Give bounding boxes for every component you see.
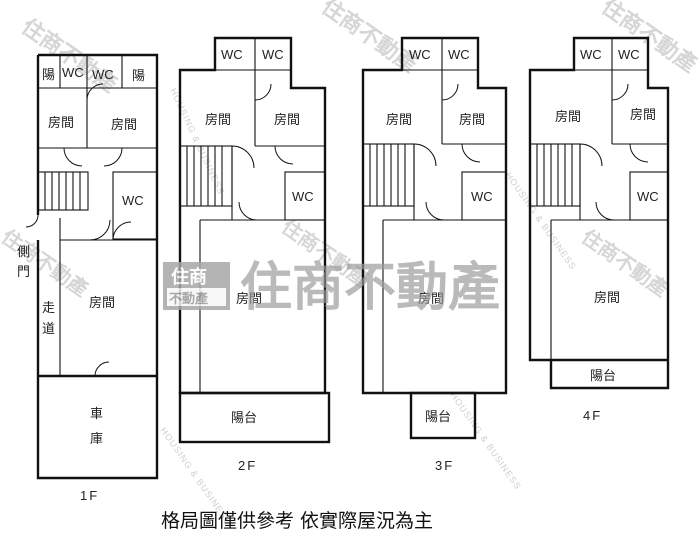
floor-1-toilet-3: WC [122, 193, 144, 208]
floor-2-outer-wall [178, 36, 327, 395]
floor-2-bedroom-2: 房間 [274, 112, 300, 128]
floor-1-balcony-right: 陽 [132, 69, 145, 84]
floor-1-plan: 陽 WC WC 陽 房間 房間 WC 側 門 走 道 房間 車 庫 1F [17, 53, 159, 503]
watermark-logo-top: 住商 [171, 266, 207, 288]
floor-2-stair [179, 145, 233, 207]
floor-4-plan: WC WC 房間 房間 WC 房間 陽台 4F [528, 36, 670, 423]
floor-1-bedroom-3: 房間 [89, 295, 115, 311]
floor-2-balcony: 陽台 [231, 411, 257, 426]
floor-1-bedroom-2: 房間 [111, 117, 137, 133]
floor-2-toilet-2: WC [262, 47, 284, 62]
floor-1-balcony-left: 陽 [42, 68, 55, 83]
floor-1-corridor-char-2: 道 [42, 322, 55, 337]
floor-4-label: 4F [583, 408, 602, 423]
floor-1-toilet-1: WC [62, 65, 84, 80]
floor-2-toilet-1: WC [221, 47, 243, 62]
floor-1-side-door-char-2: 門 [17, 265, 30, 280]
floor-3-balcony-box [409, 391, 477, 440]
floor-1-garage-char-2: 庫 [90, 432, 103, 447]
floor-3-stair [362, 143, 415, 207]
floor-3-balcony: 陽台 [425, 410, 451, 425]
floor-3-toilet-2: WC [448, 47, 470, 62]
floor-4-toilet-1: WC [580, 47, 602, 62]
floor-1-toilet-2: WC [92, 67, 114, 82]
floor-4-bedroom-2: 房間 [630, 107, 656, 123]
floor-4-balcony: 陽台 [590, 369, 616, 384]
floor-2-label: 2F [238, 458, 257, 473]
disclaimer-caption: 格局圖僅供參考 依實際屋況為主 [161, 510, 433, 532]
floor-3-bedroom-1: 房間 [386, 112, 412, 128]
floor-1-garage-char-1: 車 [90, 407, 103, 422]
floor-1-bedroom-1: 房間 [48, 115, 74, 131]
floor-3-plan: WC WC 房間 房間 WC 房間 陽台 3F [361, 36, 508, 473]
faint-english-watermark: HOUSING & BUSINESS [503, 170, 578, 271]
floor-1-corridor-char-1: 走 [42, 301, 55, 316]
faint-watermark: 住商不動產 [577, 224, 673, 301]
faint-english-watermark: HOUSING & BUSINESS [168, 87, 226, 197]
floor-2-bedroom-3: 房間 [236, 291, 262, 307]
floor-3-label: 3F [435, 458, 454, 473]
floor-3-bedroom-2: 房間 [459, 112, 485, 128]
floor-3-toilet-1: WC [409, 47, 431, 62]
floor-3-outer-wall [361, 36, 508, 395]
floor-1-side-door-char-1: 側 [17, 245, 30, 260]
floor-4-stair [529, 143, 581, 207]
central-watermark: 住商 不動產 住商不動產 [163, 258, 500, 318]
floor-1-label: 1F [80, 488, 99, 503]
floor-3-toilet-3: WC [471, 189, 493, 204]
floor-2-plan: WC WC 房間 房間 WC 房間 陽台 2F [178, 36, 331, 473]
floor-2-bedroom-1: 房間 [205, 112, 231, 128]
floor-4-toilet-2: WC [618, 47, 640, 62]
floor-4-bedroom-3: 房間 [594, 290, 620, 306]
floor-4-toilet-3: WC [637, 189, 659, 204]
watermark-logo-bottom: 不動產 [169, 291, 208, 307]
watermark-brand-name: 住商不動產 [240, 258, 500, 318]
faint-english-watermark: HOUSING & BUSINESS [448, 390, 523, 491]
floor-4-bedroom-1: 房間 [555, 109, 581, 125]
faint-watermark: 住商不動產 [0, 224, 93, 301]
floor-4-outer-wall [528, 36, 670, 390]
floor-2-toilet-3: WC [292, 189, 314, 204]
floor-1-stair [44, 172, 81, 210]
floor-2-balcony-box [178, 391, 331, 444]
floor-3-bedroom-3: 房間 [418, 291, 444, 307]
